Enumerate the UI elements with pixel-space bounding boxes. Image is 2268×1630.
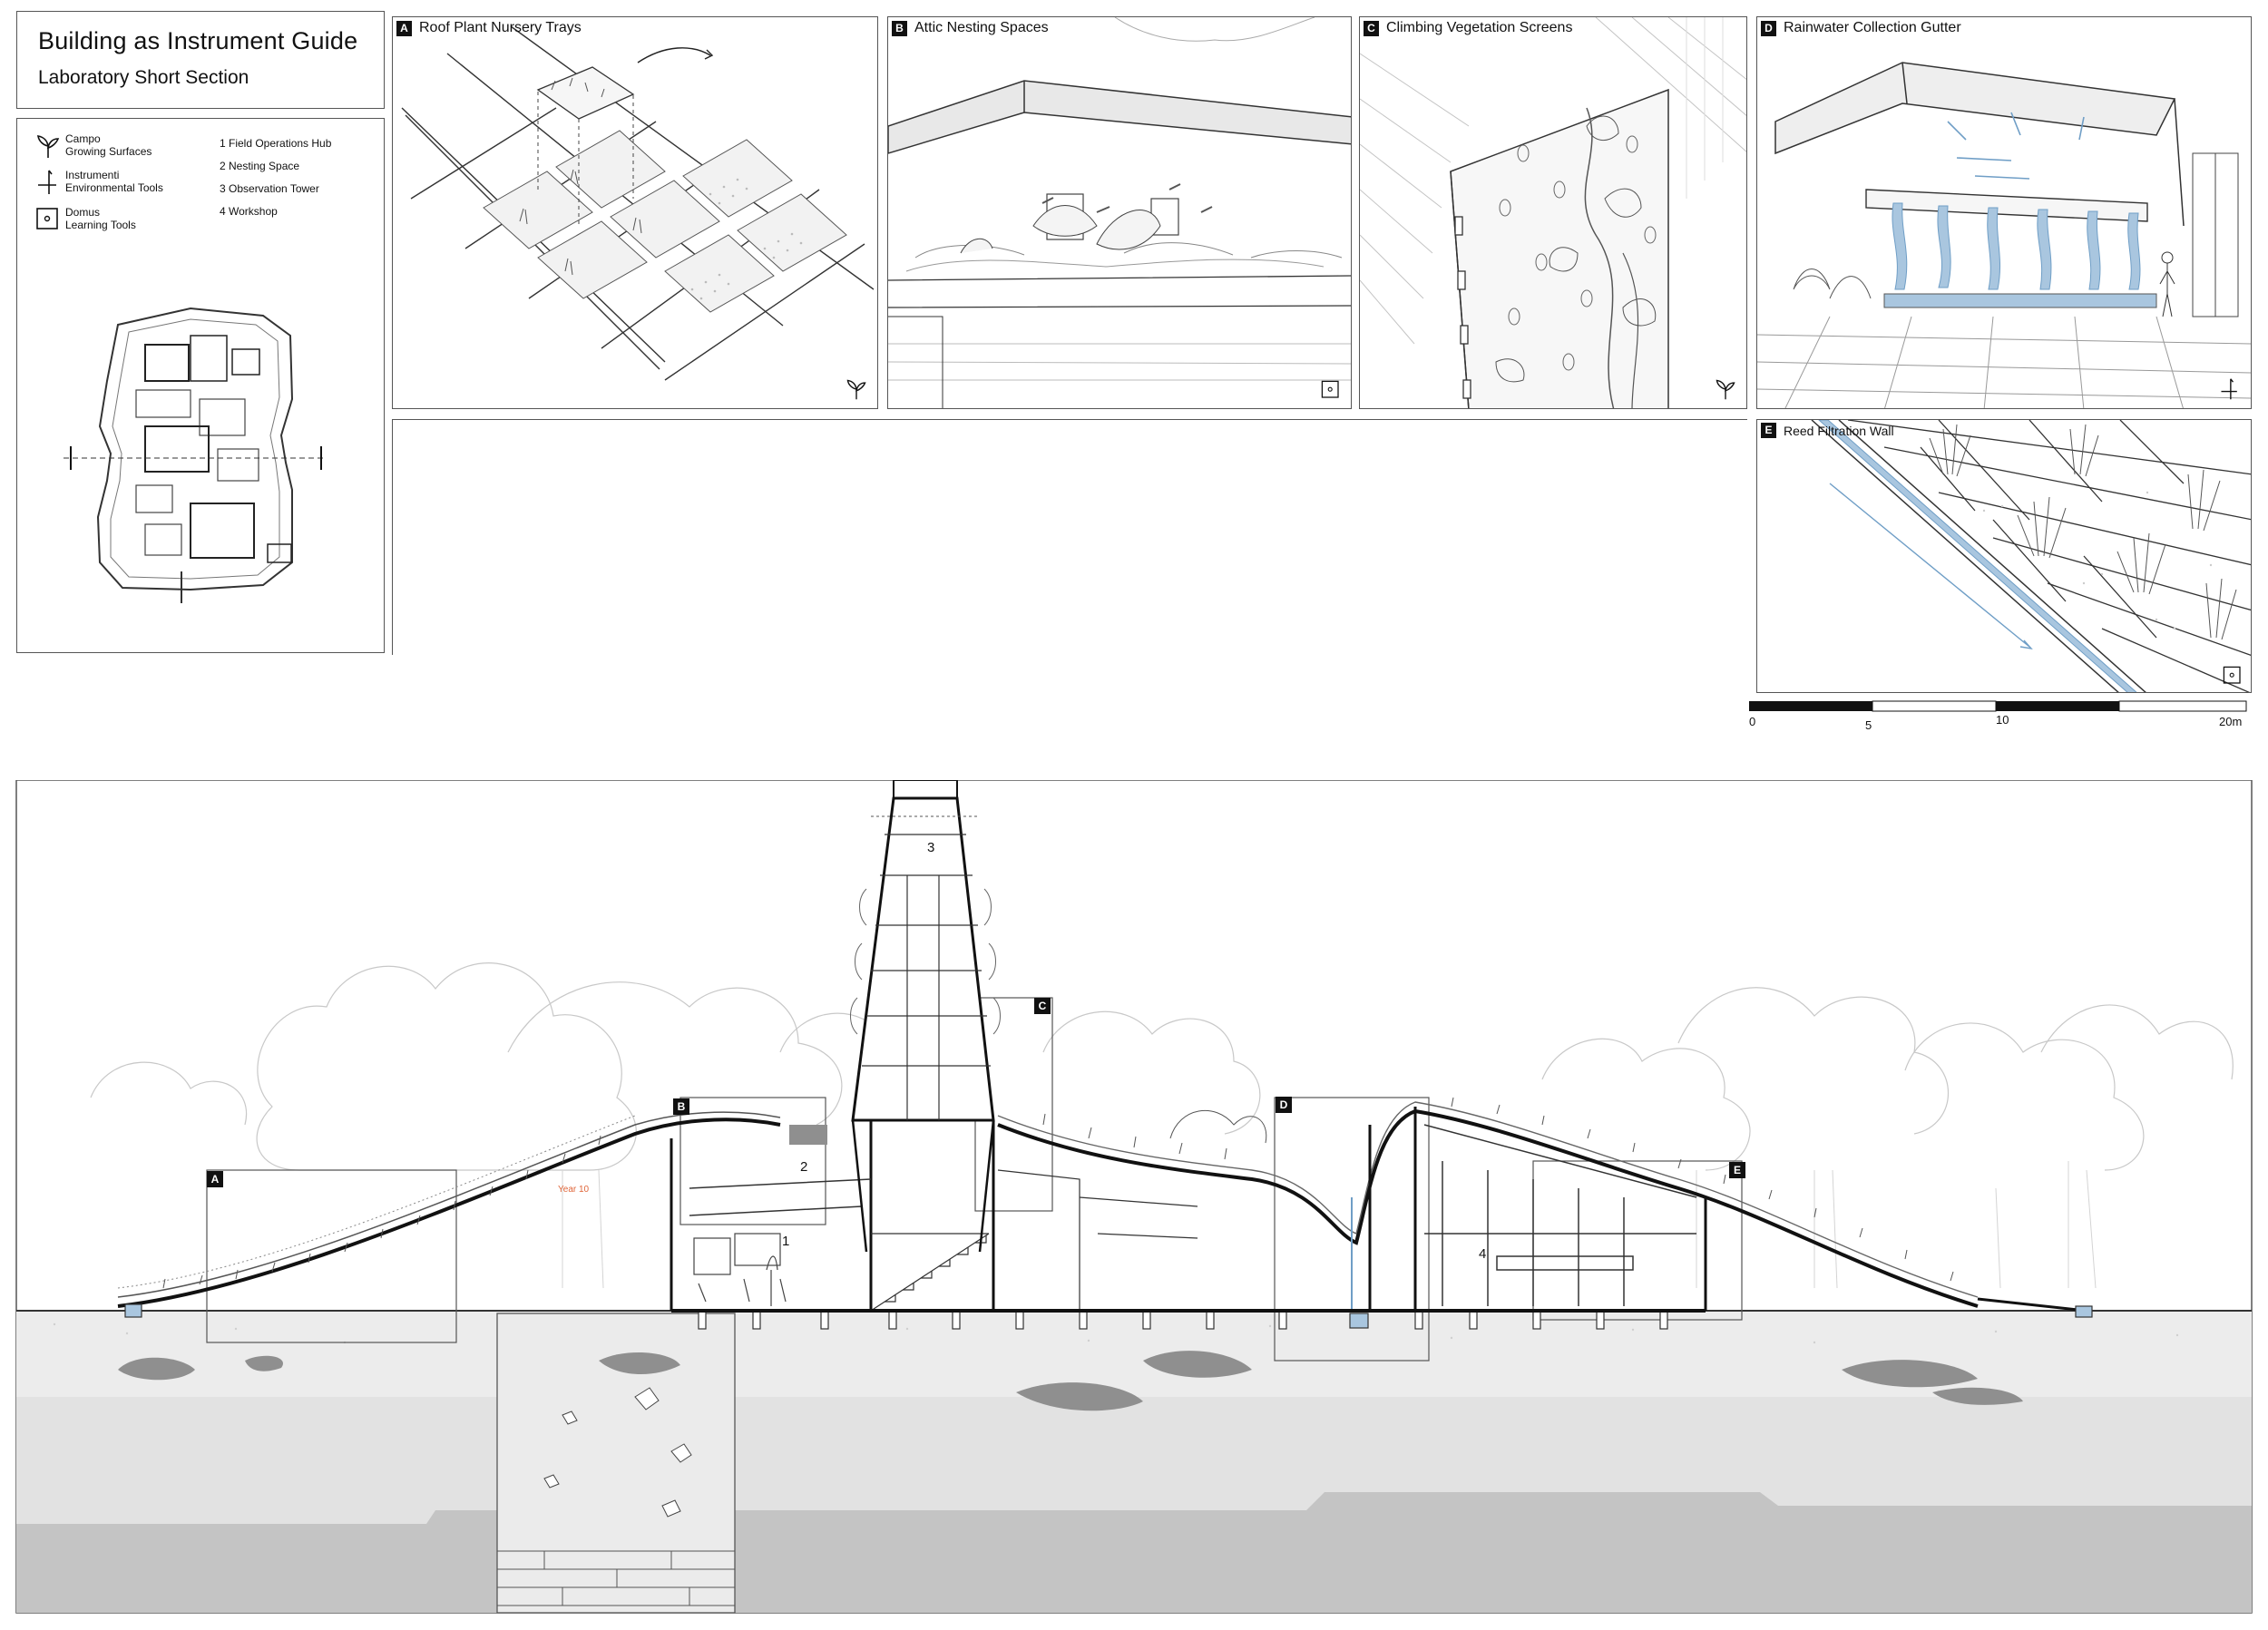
section-tag-b: B bbox=[673, 1098, 689, 1115]
cross-tool-icon bbox=[34, 169, 65, 196]
page-subtitle: Laboratory Short Section bbox=[38, 67, 249, 88]
square-dot-icon bbox=[34, 206, 65, 233]
panel-c-drawing bbox=[1360, 17, 1746, 408]
panel-title: Attic Nesting Spaces bbox=[914, 20, 1049, 35]
panel-title: Roof Plant Nursery Trays bbox=[419, 20, 582, 35]
legend-label: Domus bbox=[65, 206, 101, 219]
panel-letter: D bbox=[1761, 20, 1776, 36]
panel-letter: B bbox=[892, 20, 907, 36]
scale-label-10: 10 bbox=[1996, 713, 2009, 727]
panel-letter: C bbox=[1364, 20, 1379, 36]
scale-label-20m: 20m bbox=[2219, 715, 2243, 728]
panel-e-label: E Reed Filtration Wall bbox=[1761, 423, 1894, 438]
space-item: 4 Workshop bbox=[220, 205, 278, 218]
legend-desc: Environmental Tools bbox=[65, 181, 163, 194]
panel-d-rainwater-gutter: D Rainwater Collection Gutter bbox=[1756, 16, 2252, 409]
panel-c-climbing-vegetation: C Climbing Vegetation Screens bbox=[1359, 16, 1747, 409]
cross-tool-icon bbox=[2218, 377, 2242, 401]
panel-d-drawing bbox=[1757, 62, 2251, 408]
panel-letter: E bbox=[1761, 423, 1776, 438]
panel-b-drawing bbox=[888, 17, 1351, 408]
panel-title: Reed Filtration Wall bbox=[1784, 423, 1894, 438]
room-number-1: 1 bbox=[782, 1234, 790, 1249]
panel-e-reed-filtration: E Reed Filtration Wall bbox=[1756, 419, 2252, 693]
space-item: 2 Nesting Space bbox=[220, 160, 300, 172]
panel-b-label: B Attic Nesting Spaces bbox=[892, 20, 1049, 36]
square-dot-icon bbox=[1320, 379, 1342, 401]
section-tag-d: D bbox=[1276, 1097, 1292, 1113]
space-item: 1 Field Operations Hub bbox=[220, 137, 332, 150]
section-tag-e: E bbox=[1729, 1162, 1745, 1178]
section-tag-c: C bbox=[1034, 998, 1051, 1014]
scale-label-0: 0 bbox=[1749, 715, 1756, 728]
sprout-icon bbox=[845, 377, 868, 401]
panel-title: Rainwater Collection Gutter bbox=[1784, 20, 1961, 35]
scale-label-5: 5 bbox=[1865, 718, 1872, 732]
section-drawing bbox=[0, 780, 2268, 1624]
panel-a-roof-nursery: A Roof Plant Nursery Trays bbox=[392, 16, 878, 409]
panel-b-attic-nesting: B Attic Nesting Spaces bbox=[887, 16, 1352, 409]
room-number-3: 3 bbox=[927, 840, 935, 855]
page-title: Building as Instrument Guide bbox=[38, 27, 358, 54]
title-block bbox=[16, 11, 385, 109]
space-item: 3 Observation Tower bbox=[220, 182, 319, 195]
scale-bar bbox=[1749, 700, 2248, 713]
room-number-2: 2 bbox=[800, 1159, 808, 1175]
panel-e-drawing bbox=[1811, 420, 2251, 692]
central-frame-left bbox=[392, 419, 394, 655]
sprout-icon bbox=[1714, 377, 1737, 401]
panel-d-label: D Rainwater Collection Gutter bbox=[1761, 20, 1961, 36]
legend-label: Instrumenti bbox=[65, 169, 120, 181]
panel-c-label: C Climbing Vegetation Screens bbox=[1364, 20, 1572, 36]
space-list: 1 Field Operations Hub 2 Nesting Space 3… bbox=[220, 132, 331, 223]
year-annotation: Year 10 bbox=[558, 1185, 590, 1195]
panel-a-drawing bbox=[401, 25, 875, 381]
key-plan bbox=[54, 299, 345, 608]
section-tag-a: A bbox=[207, 1171, 223, 1187]
legend-label: Campo bbox=[65, 132, 101, 145]
legend-desc: Learning Tools bbox=[65, 219, 136, 231]
panel-letter: A bbox=[396, 20, 412, 36]
central-frame-border bbox=[392, 419, 1747, 421]
legend-desc: Growing Surfaces bbox=[65, 145, 152, 158]
room-number-4: 4 bbox=[1479, 1246, 1487, 1262]
legend-block bbox=[16, 118, 385, 653]
panel-a-label: A Roof Plant Nursery Trays bbox=[396, 20, 582, 36]
square-dot-icon bbox=[2222, 665, 2244, 687]
sprout-icon bbox=[34, 132, 65, 160]
panel-title: Climbing Vegetation Screens bbox=[1386, 20, 1573, 35]
